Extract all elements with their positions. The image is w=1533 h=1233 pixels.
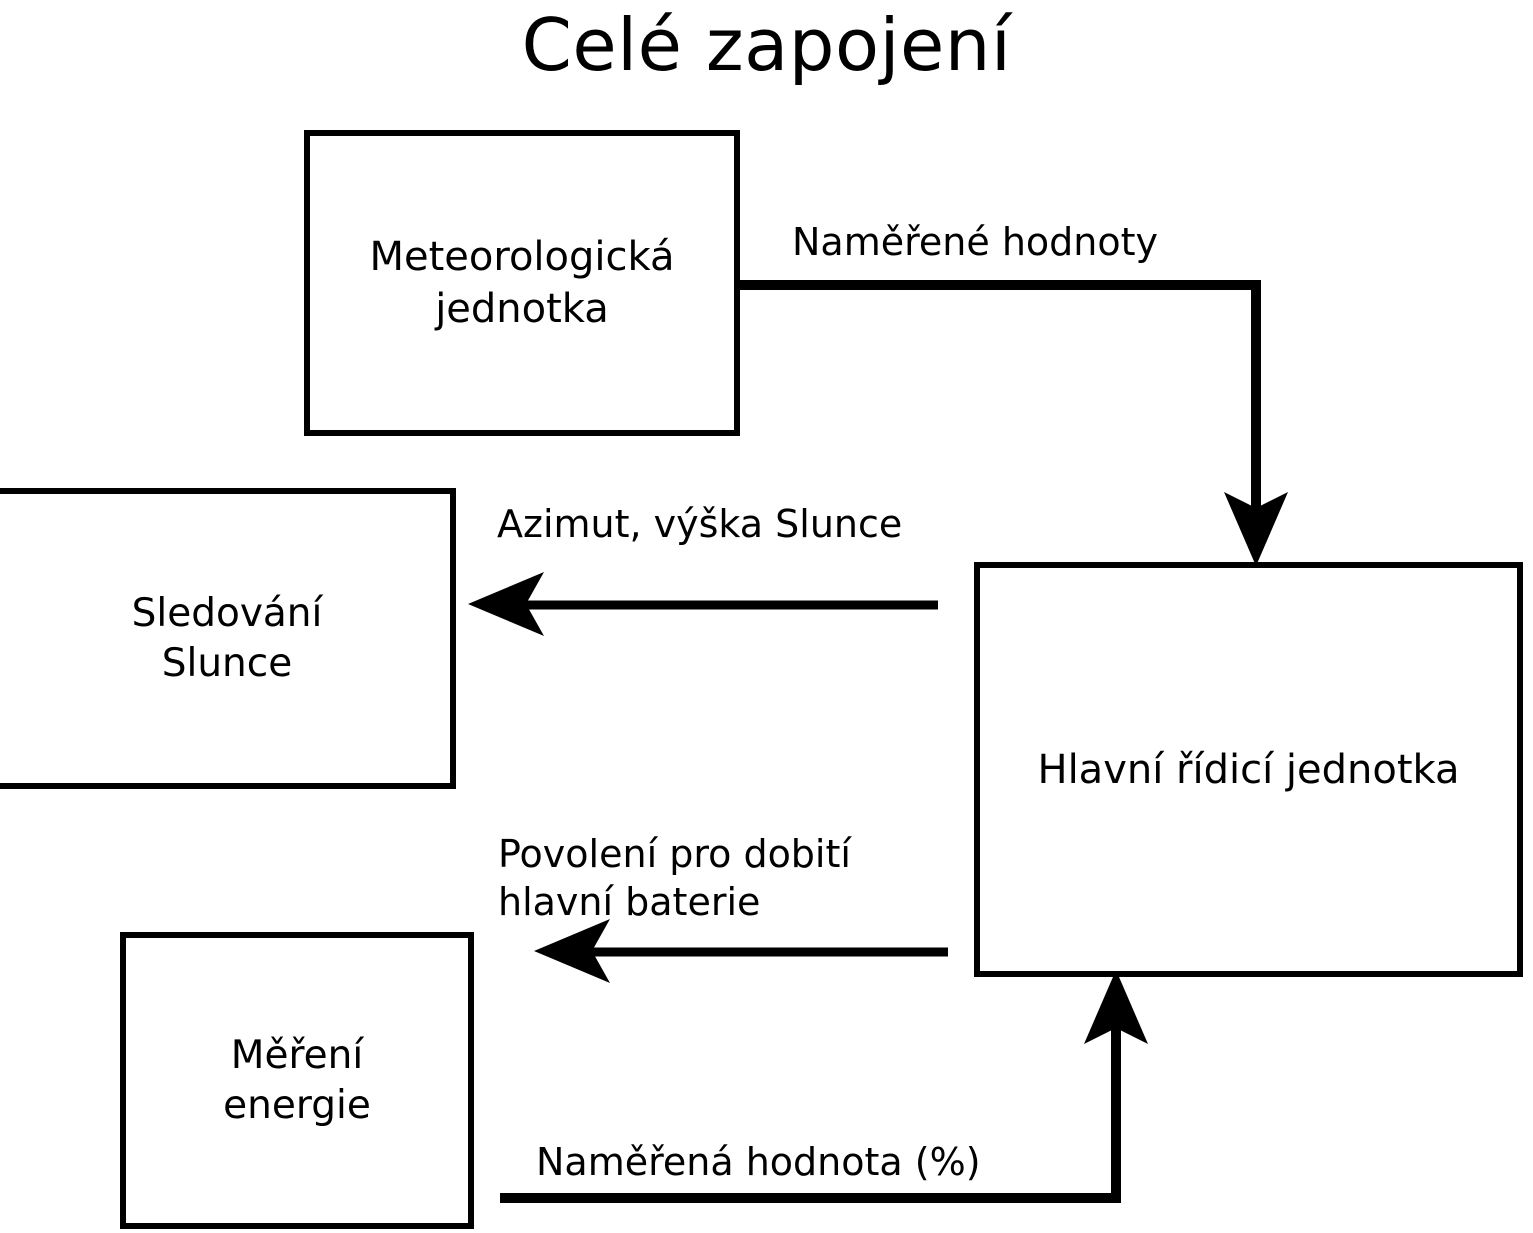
edge-measured-percent <box>500 970 1148 1203</box>
node-label: Sledování Slunce <box>131 590 323 686</box>
node-hlavni-ridici-jednotka[interactable]: Hlavní řídicí jednotka <box>974 562 1523 977</box>
node-meteorologicka-jednotka[interactable]: Meteorologická jednotka <box>304 130 740 436</box>
arrowhead-left-2 <box>534 919 610 983</box>
page-title: Celé zapojení <box>521 3 1012 87</box>
edge-label-measured-values: Naměřené hodnoty <box>792 220 1158 264</box>
edge-label-measured-percent: Naměřená hodnota (%) <box>536 1140 981 1184</box>
node-sledovani-slunce[interactable]: Sledování Slunce <box>0 488 456 789</box>
arrowhead-up <box>1084 970 1148 1044</box>
node-label: Měření energie <box>223 1032 371 1128</box>
arrowhead-left <box>468 572 544 636</box>
edge-label-azimuth-elevation: Azimut, výška Slunce <box>497 502 903 546</box>
edge-charge-permission <box>534 919 948 983</box>
edge-label-charge-permission: Povolení pro dobití hlavní baterie <box>498 832 851 924</box>
edge-azimuth-elevation <box>468 572 938 636</box>
arrowhead-down <box>1224 492 1288 566</box>
node-label: Meteorologická jednotka <box>369 234 675 332</box>
edge-measured-values <box>738 280 1288 566</box>
node-mereni-energie[interactable]: Měření energie <box>120 932 474 1229</box>
node-label: Hlavní řídicí jednotka <box>1037 746 1460 793</box>
